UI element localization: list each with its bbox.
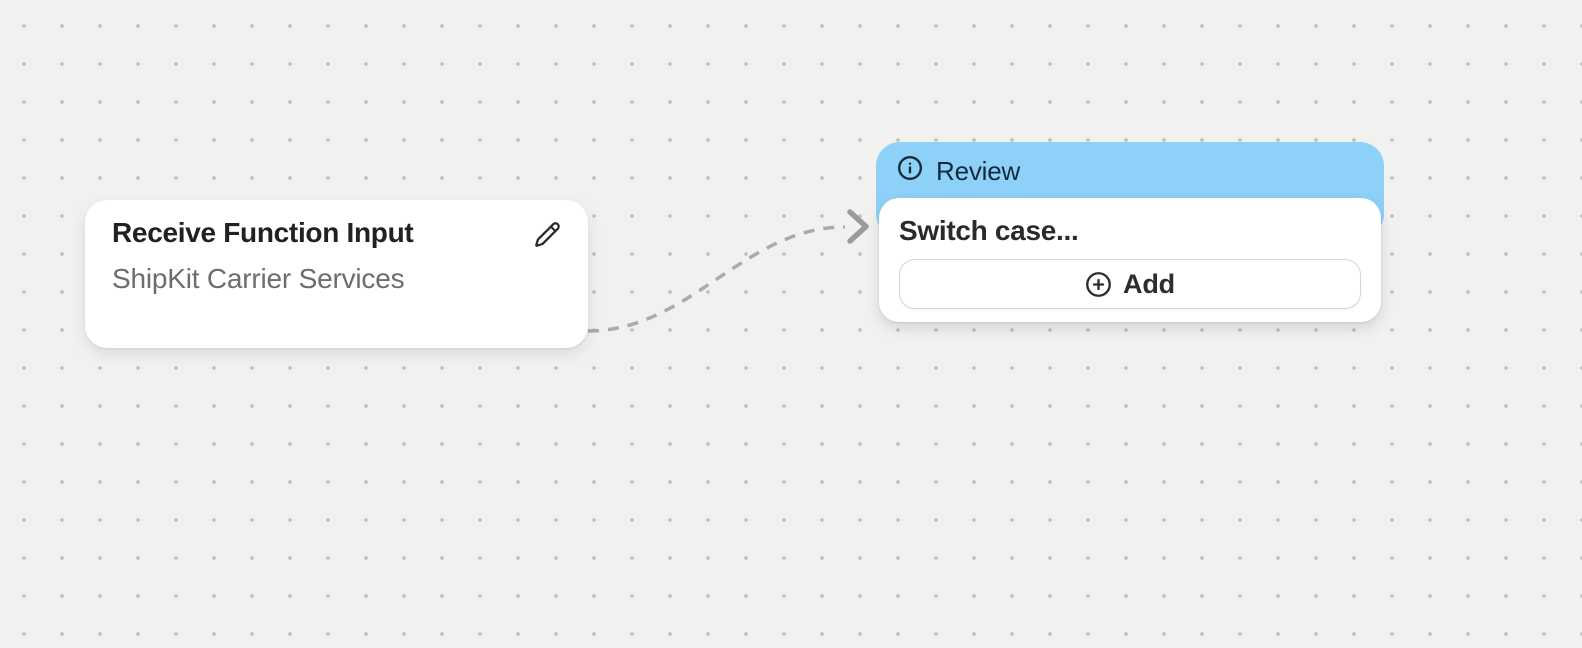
switch-case-title: Switch case... — [899, 215, 1079, 246]
pencil-icon — [534, 221, 561, 248]
review-header-label: Review — [936, 156, 1021, 186]
edit-node-button[interactable] — [531, 218, 563, 250]
connector-arrowhead-icon — [847, 209, 869, 244]
info-icon[interactable] — [897, 155, 923, 181]
node-title-row: Receive Function Input — [112, 216, 563, 250]
node-title: Receive Function Input — [112, 217, 414, 248]
node-subtitle: ShipKit Carrier Services — [112, 263, 405, 294]
switch-case-node[interactable]: Switch case... Add — [879, 198, 1381, 322]
plus-circle-icon — [1085, 271, 1112, 298]
connector-dashed-path[interactable] — [587, 225, 846, 333]
add-case-button[interactable]: Add — [899, 259, 1361, 309]
receive-function-input-node[interactable]: Receive Function Input ShipKit Carrier S… — [85, 200, 588, 348]
add-button-label: Add — [1123, 268, 1175, 299]
